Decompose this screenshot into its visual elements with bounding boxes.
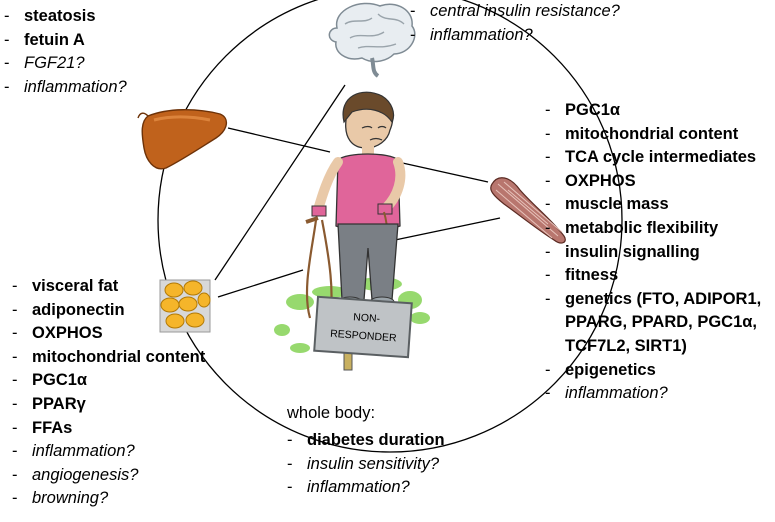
spoke-muscle-lower bbox=[394, 217, 501, 241]
factor-item: mitochondrial content bbox=[12, 346, 205, 370]
sign-line-2: RESPONDER bbox=[330, 328, 398, 345]
whole-body-factor-list: diabetes durationinsulin sensitivity?inf… bbox=[287, 429, 445, 500]
factor-item: insulin sensitivity? bbox=[287, 453, 445, 477]
factor-item: inflammation? bbox=[410, 24, 620, 48]
factor-item: PPARG, PPARD, PGC1α, bbox=[565, 313, 757, 332]
non-responder-sign: NON- RESPONDER bbox=[313, 295, 413, 371]
muscle-factor-list: PGC1αmitochondrial contentTCA cycle inte… bbox=[545, 99, 761, 406]
factor-item: FFAs bbox=[12, 417, 205, 441]
factor-item: OXPHOS bbox=[545, 170, 761, 194]
factor-item: mitochondrial content bbox=[545, 123, 761, 147]
factor-item: fitness bbox=[545, 264, 761, 288]
brain-factor-list: central insulin resistance?inflammation? bbox=[410, 0, 620, 47]
adipose-factor-list: visceral fatadiponectinOXPHOSmitochondri… bbox=[12, 275, 205, 511]
factor-item: inflammation? bbox=[4, 76, 127, 100]
factor-item: diabetes duration bbox=[287, 429, 445, 453]
factor-item: OXPHOS bbox=[12, 322, 205, 346]
factor-item: PGC1α bbox=[545, 99, 761, 123]
factor-item: inflammation? bbox=[12, 440, 205, 464]
factor-item: PGC1α bbox=[12, 369, 205, 393]
factor-item: genetics (FTO, ADIPOR1, bbox=[545, 288, 761, 312]
factor-item: inflammation? bbox=[545, 382, 761, 406]
factor-item: insulin signalling bbox=[545, 241, 761, 265]
factor-item: muscle mass bbox=[545, 193, 761, 217]
liver-icon bbox=[137, 109, 227, 170]
brain-icon bbox=[328, 2, 416, 78]
spoke-brain bbox=[214, 84, 346, 281]
liver-factor-list: steatosisfetuin AFGF21?inflammation? bbox=[4, 5, 127, 99]
factor-item: FGF21? bbox=[4, 52, 127, 76]
factor-item: angiogenesis? bbox=[12, 464, 205, 488]
factor-item: metabolic flexibility bbox=[545, 217, 761, 241]
factor-item: adiponectin bbox=[12, 299, 205, 323]
person-illustration bbox=[305, 91, 406, 319]
factor-item: TCF7L2, SIRT1) bbox=[565, 336, 687, 355]
factor-item: central insulin resistance? bbox=[410, 0, 620, 24]
factor-item: visceral fat bbox=[12, 275, 205, 299]
factor-item: inflammation? bbox=[287, 476, 445, 500]
spoke-adipose bbox=[217, 269, 304, 298]
factor-item: fetuin A bbox=[4, 29, 127, 53]
factor-item: PPARγ bbox=[12, 393, 205, 417]
factor-item: steatosis bbox=[4, 5, 127, 29]
factor-item: browning? bbox=[12, 487, 205, 511]
whole-body-heading: whole body: bbox=[287, 404, 376, 422]
sign-line-1: NON- bbox=[353, 311, 381, 325]
spoke-muscle bbox=[397, 161, 489, 183]
factor-item: epigenetics bbox=[545, 359, 761, 383]
factor-item: TCA cycle intermediates bbox=[545, 146, 761, 170]
spoke-liver bbox=[227, 127, 331, 153]
